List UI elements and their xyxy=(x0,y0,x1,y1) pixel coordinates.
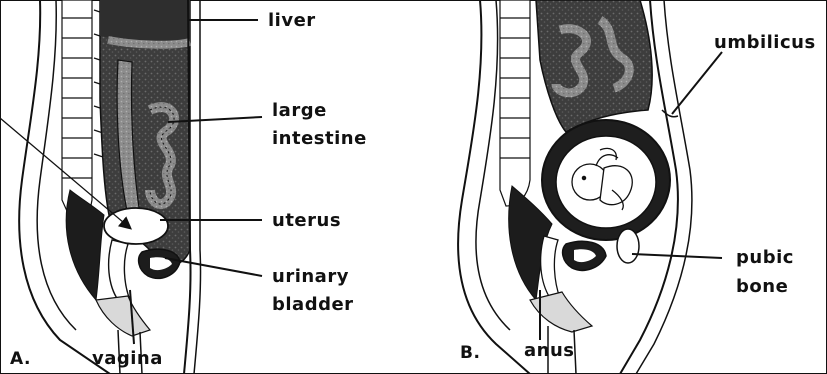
panel-b-drawing xyxy=(458,0,692,374)
abdominal-cavity-b xyxy=(536,0,652,132)
label-liver: liver xyxy=(268,10,316,31)
label-urinary-bladder-line2: bladder xyxy=(272,294,354,315)
spine-b xyxy=(500,0,530,206)
label-large-intestine-line1: large xyxy=(272,100,327,121)
panel-label-b: B. xyxy=(460,343,480,363)
panel-a-drawing xyxy=(0,0,201,374)
label-urinary-bladder-line1: urinary xyxy=(272,266,349,287)
label-large-intestine-line2: intestine xyxy=(272,128,367,149)
panel-label-a: A. xyxy=(10,349,31,369)
label-pubic-bone-line1: pubic xyxy=(736,247,794,268)
label-anus: anus xyxy=(524,340,575,361)
label-umbilicus: umbilicus xyxy=(714,32,816,53)
label-pubic-bone-line2: bone xyxy=(736,276,788,297)
label-vagina: vagina xyxy=(92,348,163,369)
pubic-bone-shape xyxy=(617,229,639,263)
label-uterus: uterus xyxy=(272,210,341,231)
